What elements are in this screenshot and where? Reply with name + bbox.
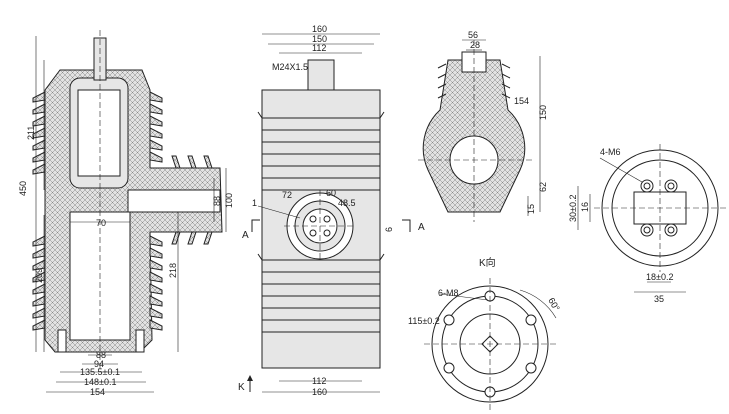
dim-450: 450	[18, 181, 28, 196]
dim-150-side: 150	[538, 105, 548, 120]
front-sheds	[257, 111, 385, 333]
thread-6-m8: 6-M8	[438, 288, 459, 298]
dim-28: 28	[470, 40, 480, 50]
dim-135-5: 135.5±0.1	[80, 367, 120, 377]
dim-160-bottom: 160	[312, 387, 327, 397]
dim-48-5: 48.5	[338, 198, 356, 208]
dim-218: 218	[168, 263, 178, 278]
thread-4-m6: 4-M6	[600, 147, 621, 157]
callout-1: 1	[252, 198, 257, 208]
interrupter-chamber	[77, 89, 121, 177]
angle-60: 60°	[546, 296, 562, 313]
dim-6: 6	[384, 227, 394, 232]
dim-15: 15	[526, 204, 536, 214]
thread-m24: M24X1.5	[272, 62, 308, 72]
dim-18: 18±0.2	[646, 272, 673, 282]
k-view-title: K向	[479, 256, 496, 269]
dim-150: 150	[312, 34, 327, 44]
front-view: A A K 160 150 112 M24X1.5 72 60 48.5 112…	[238, 24, 425, 397]
dim-115: 115±0.2	[408, 316, 440, 326]
dim-112-top: 112	[312, 43, 326, 53]
dim-88-bottom: 88	[96, 350, 106, 360]
dim-112-bottom: 112	[312, 376, 326, 386]
front-terminal	[307, 59, 335, 91]
dim-154: 154	[90, 387, 105, 397]
section-a-right: A	[418, 222, 425, 233]
dim-100: 100	[224, 193, 234, 208]
dim-148: 148±0.1	[84, 377, 116, 387]
view-k-arrow: K	[238, 382, 245, 393]
dim-154-side: 154	[514, 96, 529, 106]
dim-211: 211	[26, 126, 36, 140]
dim-62: 62	[538, 182, 548, 192]
terminal-detail-view: 4-M6 30±0.2 16 18±0.2 35	[568, 144, 726, 304]
section-a-left: A	[242, 230, 249, 241]
dim-35: 35	[654, 294, 664, 304]
dim-72: 72	[282, 190, 292, 200]
dim-60: 60	[326, 188, 336, 198]
section-view: 211 450 209 218 88 100 70 88 94 135.5±0.…	[18, 30, 234, 397]
side-section-view: 56 28 154 150 62 15	[418, 30, 548, 222]
dim-56: 56	[468, 30, 478, 40]
right-sheds	[149, 91, 213, 331]
dim-88-right: 88	[212, 196, 222, 206]
dim-70: 70	[96, 218, 106, 228]
dim-209: 209	[34, 268, 44, 283]
side-terminal	[127, 189, 221, 213]
dim-94: 94	[94, 359, 104, 369]
dim-160-top: 160	[312, 24, 327, 34]
dim-16: 16	[580, 202, 590, 212]
dim-30: 30±0.2	[568, 195, 578, 222]
k-view: K向 6-M8 115±0.2 60°	[408, 256, 562, 410]
